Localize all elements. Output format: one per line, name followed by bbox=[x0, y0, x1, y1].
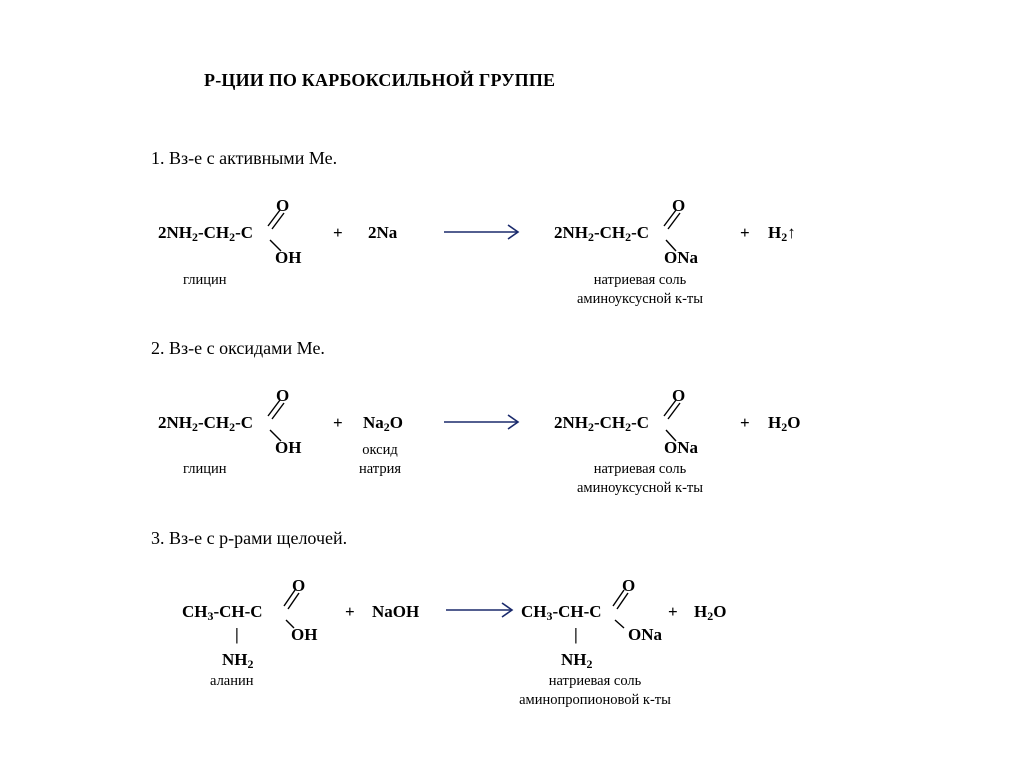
section3-product-carbonyl-o: O bbox=[622, 576, 636, 595]
section2-arrow bbox=[444, 414, 520, 430]
section3-arrow bbox=[446, 602, 514, 618]
section3-product-formula: CH3-CH-C bbox=[521, 602, 602, 623]
section3-reactant-amine: NH2 bbox=[222, 650, 254, 671]
section3-product-ona: ONa bbox=[628, 625, 662, 644]
section3-product-name-line1: натриевая соль bbox=[548, 673, 642, 689]
section3-reactant-carbonyl-o: O bbox=[292, 576, 306, 595]
section3-reactant-hydroxyl: OH bbox=[291, 625, 318, 644]
section2-product-name-line2: аминоуксусной к-ты bbox=[576, 480, 704, 496]
section3-plus-2: + bbox=[668, 602, 678, 621]
section3-product-bonds bbox=[612, 589, 629, 629]
section2-product-ona: ONa bbox=[664, 438, 698, 457]
section3-reactant-formula: CH3-CH-C bbox=[182, 602, 263, 623]
section3-product-branch-bond: | bbox=[574, 625, 578, 644]
section2-heading: 2. Вз-е с оксидами Ме. bbox=[151, 338, 325, 358]
section2-reactant-hydroxyl: OH bbox=[275, 438, 302, 457]
section2-reactant-carbonyl-o: O bbox=[276, 386, 290, 405]
section1-product-formula: 2NH2-CH2-C bbox=[554, 223, 650, 244]
section1-reactant-formula: 2NH2-CH2-C bbox=[158, 223, 254, 244]
section1-arrow bbox=[444, 224, 520, 240]
section1-reactant-hydroxyl: OH bbox=[275, 248, 302, 267]
section2-reagent-name-line2: натрия bbox=[358, 461, 401, 477]
section1-reactant-bonds bbox=[267, 209, 285, 252]
section3-reactant-name: аланин bbox=[210, 673, 254, 689]
section2-reactant-name: глицин bbox=[183, 461, 227, 477]
section2-reagent-name-line1: оксид bbox=[362, 442, 398, 458]
section2-product-carbonyl-o: O bbox=[672, 386, 686, 405]
section2-product-name-line1: натриевая соль bbox=[593, 461, 687, 477]
section2-plus-1: + bbox=[333, 413, 343, 432]
section3-byproduct: H2O bbox=[694, 602, 727, 623]
section3-product-name-line2: аминопропионовой к-ты bbox=[519, 692, 671, 708]
section3-reagent: NaOH bbox=[372, 602, 420, 621]
section3-plus-1: + bbox=[345, 602, 355, 621]
section3-reactant-branch-bond: | bbox=[235, 625, 239, 644]
section1-product-name-line1: натриевая соль bbox=[593, 272, 687, 288]
section1-heading: 1. Вз-е с активными Ме. bbox=[151, 148, 338, 168]
section1-product-ona: ONa bbox=[664, 248, 698, 267]
section1-reagent: 2Na bbox=[368, 223, 398, 242]
section2-reactant-bonds bbox=[267, 399, 285, 442]
section1-reactant-name: глицин bbox=[183, 272, 227, 288]
section2-plus-2: + bbox=[740, 413, 750, 432]
section3-heading: 3. Вз-е с р-рами щелочей. bbox=[151, 528, 348, 548]
section3-product-amine: NH2 bbox=[561, 650, 593, 671]
section1-product-carbonyl-o: O bbox=[672, 196, 686, 215]
section2-product-formula: 2NH2-CH2-C bbox=[554, 413, 650, 434]
section2-byproduct: H2O bbox=[768, 413, 801, 434]
section3-reactant-bonds bbox=[283, 589, 300, 629]
section2-product-bonds bbox=[663, 399, 681, 442]
section1-product-bonds bbox=[663, 209, 681, 252]
section1-reactant-carbonyl-o: O bbox=[276, 196, 290, 215]
section1-product-name-line2: аминоуксусной к-ты bbox=[576, 291, 704, 307]
section2-reactant-formula: 2NH2-CH2-C bbox=[158, 413, 254, 434]
section1-plus-1: + bbox=[333, 223, 343, 242]
section1-byproduct: H2↑ bbox=[768, 223, 796, 244]
section1-plus-2: + bbox=[740, 223, 750, 242]
section2-reagent: Na2O bbox=[363, 413, 403, 434]
page-title: Р-ЦИИ ПО КАРБОКСИЛЬНОЙ ГРУППЕ bbox=[204, 70, 556, 90]
